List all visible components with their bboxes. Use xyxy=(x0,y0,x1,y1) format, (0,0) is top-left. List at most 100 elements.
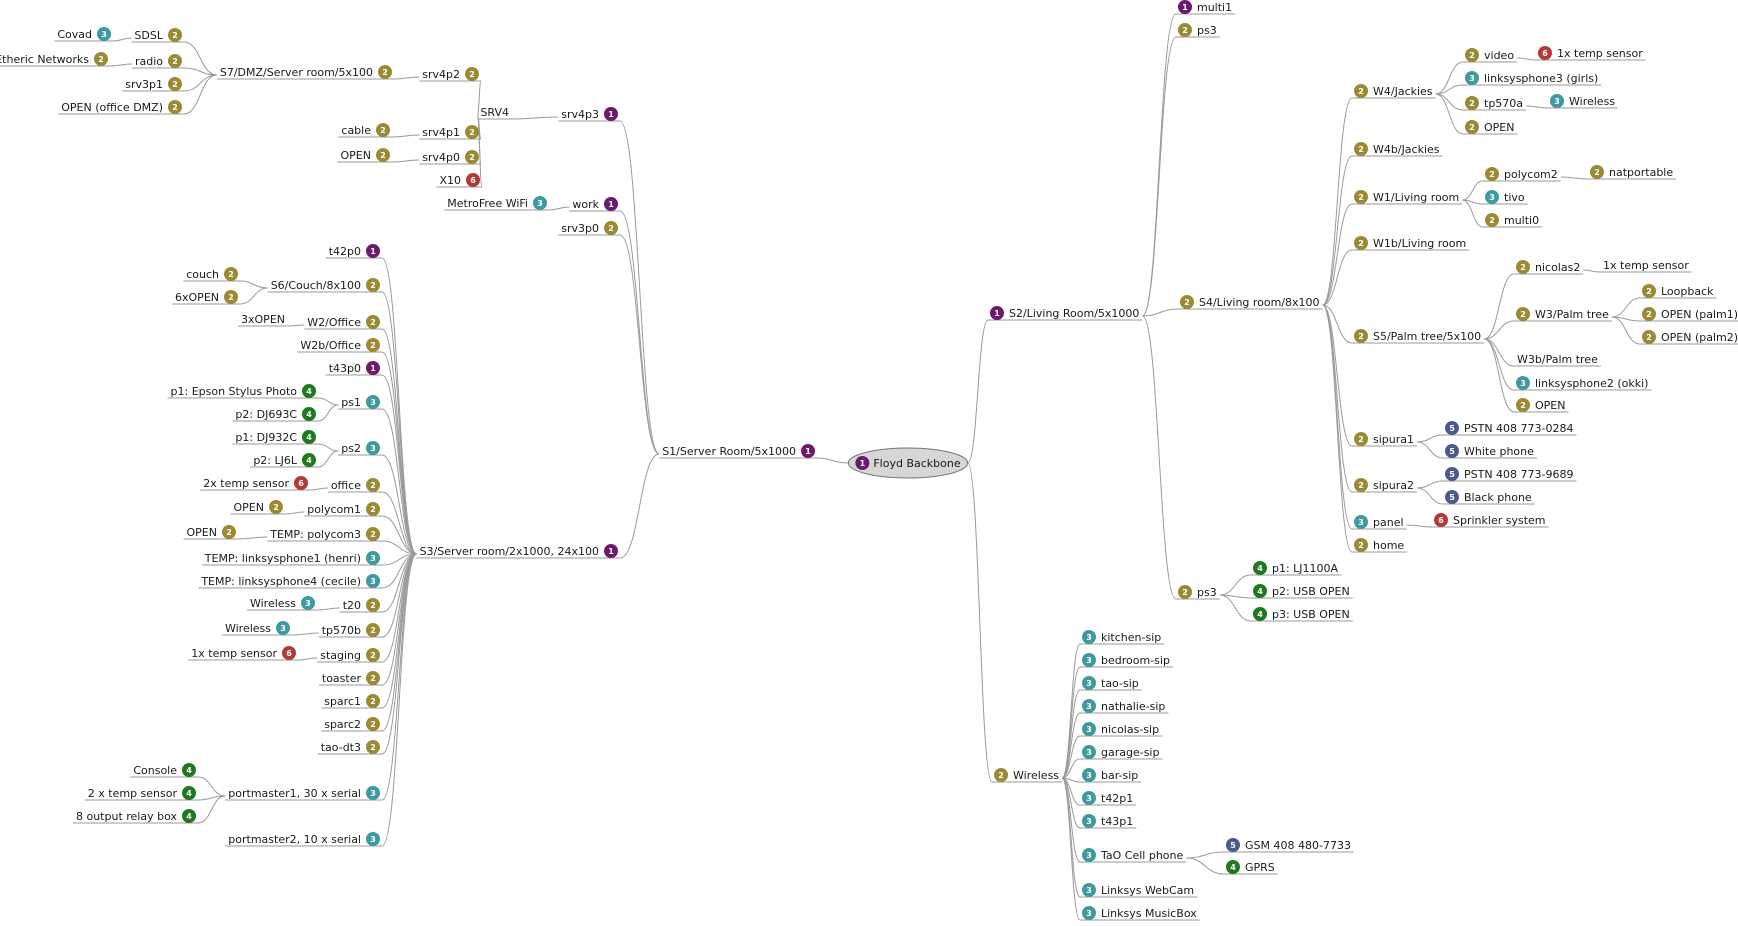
node-s7[interactable]: 2S7/DMZ/Server room/5x100 xyxy=(216,65,394,80)
node-ps2_p1[interactable]: 4p1: DJ932C xyxy=(232,430,318,445)
node-pm1_temp[interactable]: 42 x temp sensor xyxy=(84,786,198,801)
node-srv4[interactable]: SRV4 xyxy=(477,106,512,120)
node-ps2_p2[interactable]: 4p2: LJ6L xyxy=(250,453,318,468)
node-w2[interactable]: 2W2/Office xyxy=(304,315,382,330)
node-staging_temp[interactable]: 61x temp sensor xyxy=(188,646,298,661)
node-office_temp[interactable]: 62x temp sensor xyxy=(200,476,310,491)
node-relay[interactable]: 48 output relay box xyxy=(72,809,198,824)
node-nicolas2_temp[interactable]: 1x temp sensor xyxy=(1600,259,1692,273)
node-s1[interactable]: 1S1/Server Room/5x1000 xyxy=(659,444,817,459)
node-ps1_p1[interactable]: 4p1: Epson Stylus Photo xyxy=(167,384,318,399)
node-s3[interactable]: 1S3/Server room/2x1000, 24x100 xyxy=(416,544,620,559)
node-s6[interactable]: 2S6/Couch/8x100 xyxy=(267,278,382,293)
node-ps1_p2[interactable]: 4p2: DJ693C xyxy=(232,407,318,422)
node-threeopen[interactable]: 3xOPEN xyxy=(238,313,288,327)
node-w3b[interactable]: W3b/Palm tree xyxy=(1514,353,1601,367)
